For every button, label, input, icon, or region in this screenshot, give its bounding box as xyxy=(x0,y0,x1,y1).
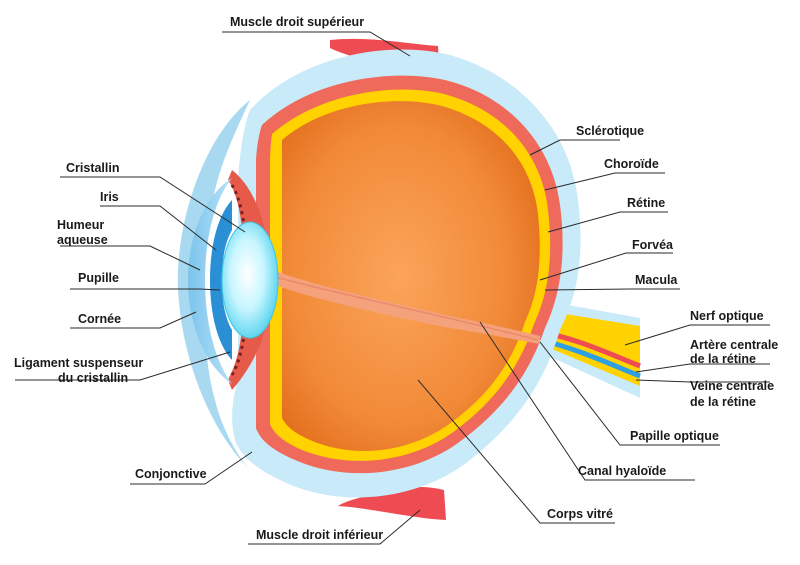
label-cornee: Cornée xyxy=(78,312,121,326)
label-iris: Iris xyxy=(100,190,119,204)
leader-lines xyxy=(15,31,770,545)
label-nerf-optique: Nerf optique xyxy=(690,309,764,323)
label-ligament-line2: du cristallin xyxy=(58,371,128,385)
label-veine-centrale-line2: de la rétine xyxy=(690,395,756,409)
label-ligament-line1: Ligament suspenseur xyxy=(14,356,143,370)
label-forvea: Forvéa xyxy=(632,238,674,252)
iris xyxy=(210,200,232,360)
label-canal-hyaloide: Canal hyaloïde xyxy=(578,464,666,478)
label-veine-centrale-line1: Veine centrale xyxy=(690,379,774,393)
hyaloid-canal xyxy=(268,268,540,344)
label-cristallin: Cristallin xyxy=(66,161,120,175)
label-conjonctive: Conjonctive xyxy=(135,467,207,481)
label-corps-vitre: Corps vitré xyxy=(547,507,613,521)
lens xyxy=(221,221,279,339)
label-sclerotique: Sclérotique xyxy=(576,124,644,138)
vitreous-body xyxy=(282,101,540,452)
label-artere-centrale-line1: Artère centrale xyxy=(690,338,778,352)
label-choroide: Choroïde xyxy=(604,157,659,171)
label-retine: Rétine xyxy=(627,196,665,210)
label-humeur-aqueuse-line1: Humeur xyxy=(57,218,104,232)
conjunctiva xyxy=(177,100,250,470)
optic-nerve xyxy=(539,300,641,398)
label-papille-optique: Papille optique xyxy=(630,429,719,443)
label-humeur-aqueuse-line2: aqueuse xyxy=(57,233,108,247)
label-muscle-droit-inferieur: Muscle droit inférieur xyxy=(256,528,383,542)
label-macula: Macula xyxy=(635,273,678,287)
cornea xyxy=(188,178,232,384)
label-artere-centrale-line2: de la rétine xyxy=(690,352,756,366)
label-pupille: Pupille xyxy=(78,271,119,285)
label-muscle-droit-superieur: Muscle droit supérieur xyxy=(230,15,364,29)
